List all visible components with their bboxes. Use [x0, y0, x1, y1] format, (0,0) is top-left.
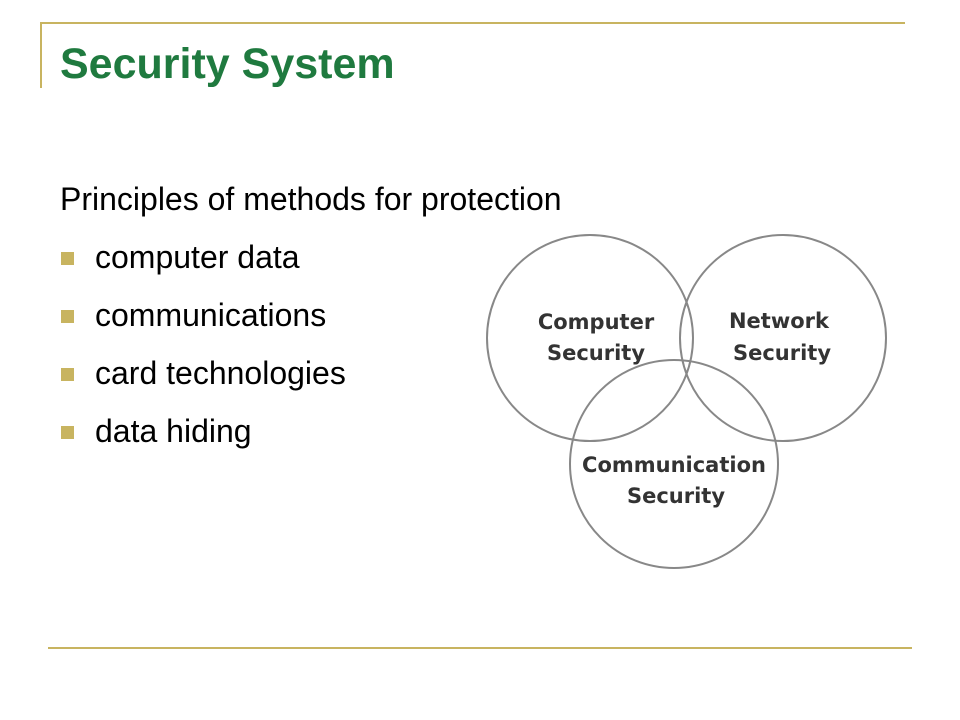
slide-title: Security System	[60, 40, 395, 88]
square-bullet-icon	[61, 252, 74, 265]
bullet-text: computer data	[95, 239, 300, 275]
network-security-label-line-2: Security	[733, 341, 831, 365]
communication-security-label-line-2: Security	[627, 484, 725, 508]
communication-security-label-line-1: Communication	[582, 453, 766, 477]
bullet-text: card technologies	[95, 355, 346, 391]
communication-security-circle	[569, 359, 779, 569]
computer-security-label-line-2: Security	[547, 341, 645, 365]
venn-diagram-svg: Computer Security Network Security Commu…	[486, 234, 887, 569]
computer-security-circle	[486, 234, 694, 442]
square-bullet-icon	[61, 368, 74, 381]
square-bullet-icon	[61, 426, 74, 439]
square-bullet-icon	[61, 310, 74, 323]
bullet-text: data hiding	[95, 413, 252, 449]
bottom-frame-line	[48, 647, 912, 649]
bullet-text: communications	[95, 297, 327, 333]
network-security-label-line-1: Network	[729, 309, 830, 333]
intro-text: Principles of methods for protection	[60, 181, 562, 217]
venn-diagram: Computer Security Network Security Commu…	[478, 228, 898, 573]
top-frame-line	[40, 22, 905, 24]
computer-security-label-line-1: Computer	[538, 310, 655, 334]
network-security-circle	[679, 234, 887, 442]
left-frame-line	[40, 22, 42, 88]
